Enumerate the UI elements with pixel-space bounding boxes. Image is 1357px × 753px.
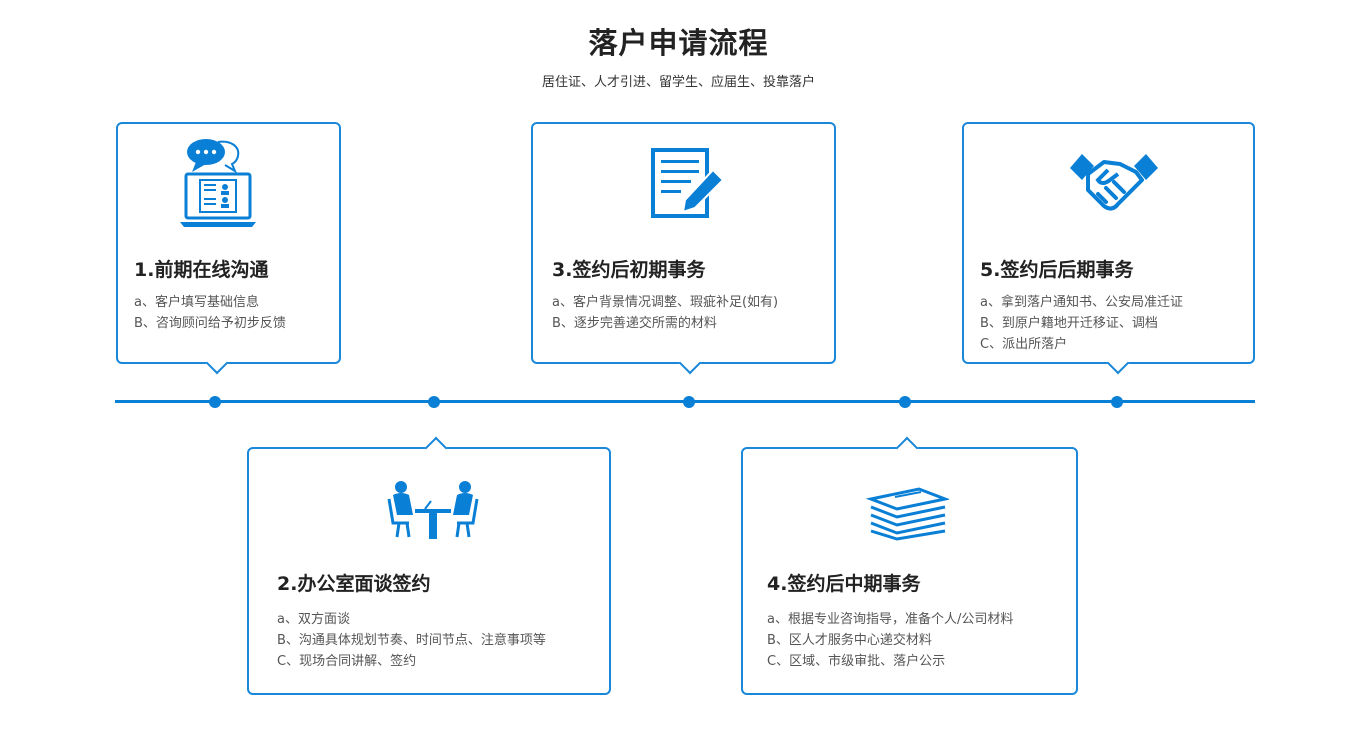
document-edit-icon: [651, 148, 725, 218]
card-pointer: [205, 351, 229, 375]
timeline-dot-step-2: [428, 396, 440, 408]
list-item: a、客户填写基础信息: [134, 295, 259, 310]
list-item: C、区域、市级审批、落户公示: [767, 654, 946, 669]
online-chat-computer-icon: [180, 139, 256, 227]
timeline-dot-step-5: [1111, 396, 1123, 408]
step-title: 4.签约后中期事务: [767, 573, 921, 595]
step-items: a、客户背景情况调整、瑕疵补足(如有) B、逐步完善递交所需的材料: [552, 292, 778, 334]
timeline-dot-step-4: [899, 396, 911, 408]
list-item: B、逐步完善递交所需的材料: [552, 316, 717, 331]
card-pointer: [895, 436, 919, 460]
list-item: B、咨询顾问给予初步反馈: [134, 316, 286, 331]
step-card-3: 3.签约后初期事务 a、客户背景情况调整、瑕疵补足(如有) B、逐步完善递交所需…: [531, 122, 836, 375]
step-title: 5.签约后后期事务: [980, 259, 1134, 281]
list-item: a、根据专业咨询指导，准备个人/公司材料: [767, 612, 1014, 627]
list-item: a、客户背景情况调整、瑕疵补足(如有): [552, 295, 779, 310]
step-card-2: 2.办公室面谈签约 a、双方面谈 B、沟通具体规划节奏、时间节点、注意事项等 C…: [247, 436, 611, 695]
list-item: a、双方面谈: [277, 612, 350, 627]
card-pointer: [1106, 351, 1130, 375]
step-card-5: 5.签约后后期事务 a、拿到落户通知书、公安局准迁证 B、到原户籍地开迁移证、调…: [962, 122, 1255, 375]
card-pointer: [678, 351, 702, 375]
list-item: C、派出所落户: [980, 337, 1068, 352]
list-item: B、到原户籍地开迁移证、调档: [980, 316, 1158, 331]
list-item: B、沟通具体规划节奏、时间节点、注意事项等: [277, 633, 546, 648]
list-item: B、区人才服务中心递交材料: [767, 633, 932, 648]
office-meeting-icon: [387, 481, 479, 539]
step-title: 3.签约后初期事务: [552, 259, 706, 281]
step-title: 1.前期在线沟通: [134, 259, 269, 281]
page-title: 落户申请流程: [588, 26, 769, 60]
list-item: C、现场合同讲解、签约: [277, 654, 417, 669]
list-item: a、拿到落户通知书、公安局准迁证: [980, 295, 1183, 310]
step-items: a、客户填写基础信息 B、咨询顾问给予初步反馈: [134, 292, 286, 334]
timeline-dot-step-1: [209, 396, 221, 408]
step-title: 2.办公室面谈签约: [277, 573, 431, 595]
step-items: a、拿到落户通知书、公安局准迁证 B、到原户籍地开迁移证、调档 C、派出所落户: [980, 292, 1183, 355]
page-subtitle: 居住证、人才引进、留学生、应届生、投靠落户: [541, 75, 815, 90]
handshake-icon: [1070, 154, 1158, 211]
card-pointer: [424, 436, 448, 460]
step-items: a、双方面谈 B、沟通具体规划节奏、时间节点、注意事项等 C、现场合同讲解、签约: [277, 609, 546, 672]
timeline-dot-step-3: [683, 396, 695, 408]
step-card-1: 1.前期在线沟通 a、客户填写基础信息 B、咨询顾问给予初步反馈: [116, 122, 341, 375]
paper-stack-icon: [865, 487, 949, 541]
step-items: a、根据专业咨询指导，准备个人/公司材料 B、区人才服务中心递交材料 C、区域、…: [767, 609, 1013, 672]
step-card-4: 4.签约后中期事务 a、根据专业咨询指导，准备个人/公司材料 B、区人才服务中心…: [741, 436, 1078, 695]
